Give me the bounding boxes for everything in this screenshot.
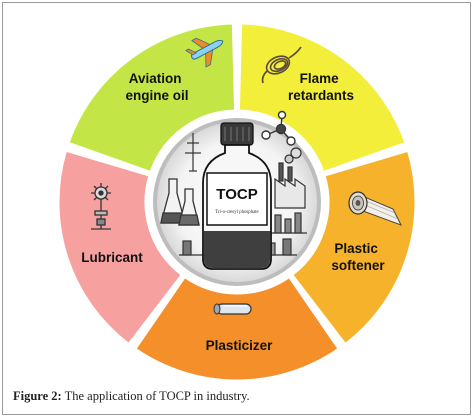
gear-valve-icon <box>91 183 111 230</box>
plastic-line-2: softener <box>331 258 385 273</box>
segment-plastic <box>135 277 339 381</box>
segment-label-lubricant: Lubricant <box>81 250 143 265</box>
flame-line-1: Flame <box>300 71 340 86</box>
segment-flame <box>292 150 416 344</box>
flask-icon <box>160 178 200 226</box>
cable-coil-icon <box>261 46 302 84</box>
segment-plasticizer <box>58 150 182 344</box>
lubricant-line-1: Lubricant <box>81 250 143 265</box>
figure-caption: Figure 2: The application of TOCP in ind… <box>13 389 250 404</box>
bottle-label: TOCP <box>216 186 257 203</box>
bottle-sublabel: Tri-o-cresyl phosphate <box>215 210 258 215</box>
tocp-bottle-icon: TOCP Tri-o-cresyl phosphate <box>202 122 272 270</box>
airplane-icon <box>185 37 224 68</box>
application-diagram: TOCP Tri-o-cresyl phosphate <box>58 23 416 381</box>
segment-label-plastic: Plastic softener <box>331 241 385 273</box>
figure-number: Figure 2: <box>13 389 62 403</box>
segment-labels: Aviation engine oil Flame retardants Pla… <box>81 71 385 353</box>
figure-frame: TOCP Tri-o-cresyl phosphate <box>2 2 471 415</box>
molecule-icon <box>261 110 296 146</box>
scale-tower-icon <box>185 133 201 172</box>
factory-sketch-icon <box>271 147 307 234</box>
segment-lubricant <box>68 23 236 172</box>
plastic-roll-icon <box>348 191 403 226</box>
caption-text: The application of TOCP in industry. <box>64 389 250 403</box>
segment-ring <box>58 23 416 381</box>
plastic-line-1: Plastic <box>334 241 378 256</box>
segment-label-aviation: Aviation engine oil <box>125 71 188 103</box>
tube-icon <box>213 303 252 315</box>
aviation-line-1: Aviation <box>129 71 182 86</box>
segment-label-plasticizer: Plasticizer <box>206 338 274 353</box>
segment-label-flame: Flame retardants <box>288 71 354 103</box>
flame-line-2: retardants <box>288 88 354 103</box>
aviation-line-2: engine oil <box>125 88 188 103</box>
plasticizer-line-1: Plasticizer <box>206 338 274 353</box>
